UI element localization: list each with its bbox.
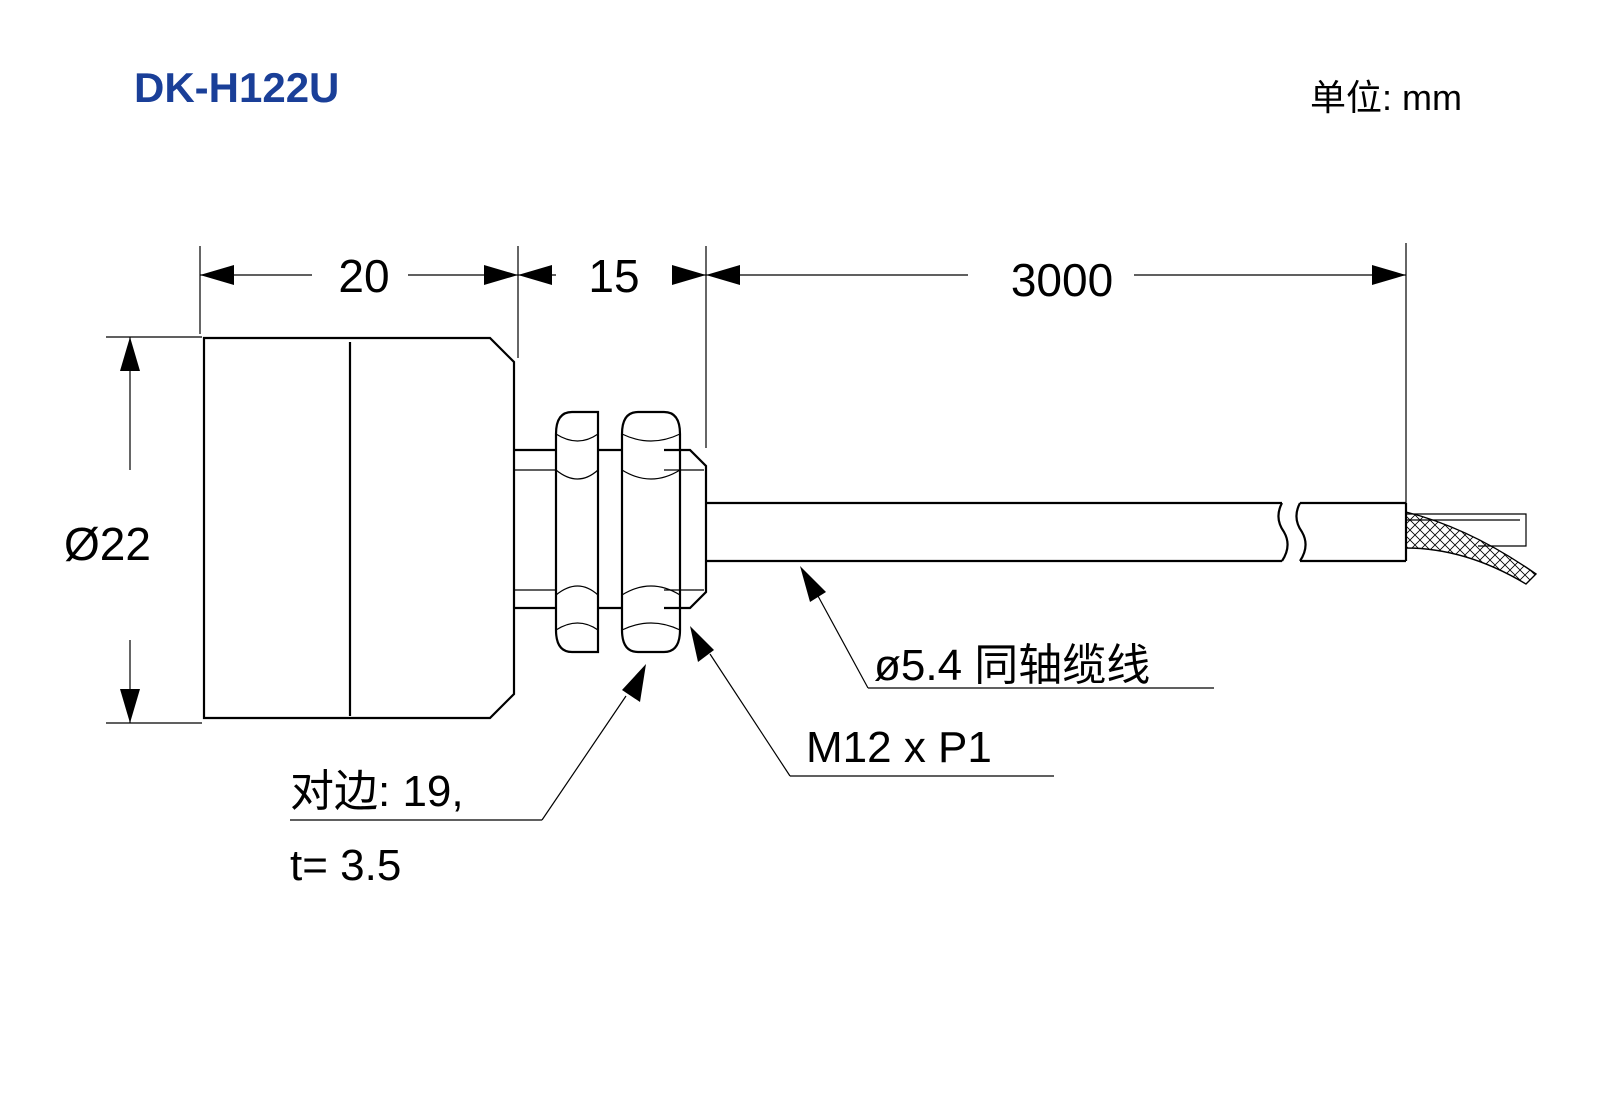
- sensor-body: [202, 336, 516, 720]
- label-cable: ø5.4 同轴缆线: [874, 641, 1150, 690]
- threaded-stem: [514, 448, 708, 610]
- dimension-diameter: [106, 336, 202, 724]
- hex-nut-1: [554, 410, 600, 654]
- dim-cable-length: 3000: [1011, 254, 1113, 306]
- dim-body-length: 20: [338, 250, 389, 302]
- label-thread: M12 x P1: [806, 723, 992, 772]
- label-nut-width: 对边: 19,: [290, 767, 464, 816]
- coaxial-cable: [706, 501, 1538, 585]
- model-title: DK-H122U: [134, 64, 339, 111]
- leader-cable: [800, 566, 1214, 689]
- dim-body-diameter: Ø22: [64, 518, 151, 570]
- hex-nut-2: [620, 410, 682, 654]
- unit-label: 单位: mm: [1310, 77, 1462, 118]
- leader-nut: [290, 664, 646, 821]
- label-nut-thickness: t= 3.5: [290, 841, 401, 890]
- dimension-lines-top: [199, 243, 1407, 504]
- leader-thread: [690, 626, 1054, 777]
- dim-thread-length: 15: [588, 250, 639, 302]
